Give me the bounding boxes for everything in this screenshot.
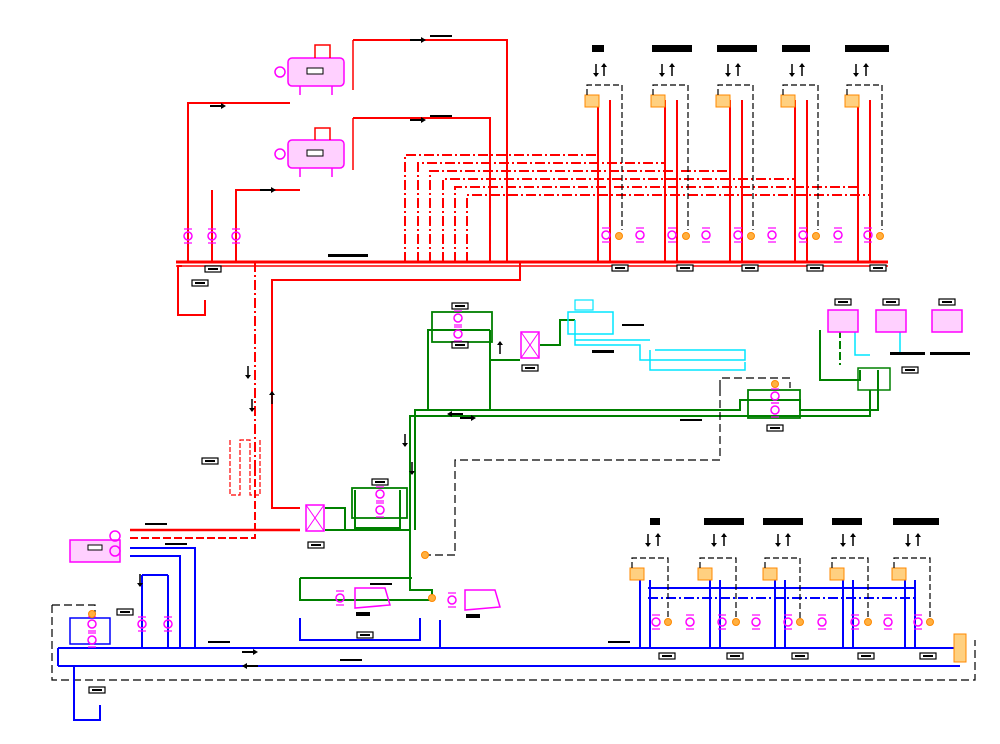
cooling-tower-icon [875, 298, 907, 333]
pump-icon [635, 227, 645, 243]
valve-icon [771, 380, 779, 388]
pump-icon [601, 227, 611, 243]
valve-icon [88, 610, 96, 618]
chilled-zone-pumps [651, 614, 967, 663]
valve-icon [682, 232, 690, 240]
pump-icon [667, 227, 677, 243]
zone-unit [891, 518, 939, 620]
zone-unit [697, 518, 744, 620]
heat-exchanger-icon [305, 504, 325, 532]
pump-icon [87, 616, 97, 632]
chiller-icon [464, 589, 501, 611]
chiller-2 [447, 589, 501, 618]
boiler-1 [274, 40, 354, 95]
pump-icon [833, 227, 843, 243]
heating-zones [584, 45, 889, 230]
coil [229, 439, 261, 496]
condenser-water-line [574, 320, 901, 371]
pump-icon [767, 227, 777, 243]
chiller-1 [335, 587, 391, 616]
pump-icon [335, 590, 345, 606]
pump-icon [883, 614, 893, 630]
heating-system [130, 39, 888, 539]
condenser-loop [299, 319, 879, 601]
zone-unit [780, 45, 819, 230]
valve-icon [428, 594, 436, 602]
pump-icon [375, 502, 385, 518]
zone-unit [715, 45, 757, 230]
pump-icon [685, 614, 695, 630]
valve-icon [664, 618, 672, 626]
air-handler [69, 530, 121, 563]
pump-icon [651, 614, 661, 630]
zone-unit [762, 518, 803, 620]
zone-unit [584, 45, 623, 230]
chilled-water-system [57, 547, 961, 721]
zone-unit [629, 518, 669, 620]
chilled-zones [629, 518, 939, 620]
heating-annotations [144, 35, 887, 525]
pump-icon [733, 227, 743, 243]
boiler-2 [274, 118, 354, 177]
chilled-pumps-left [69, 608, 173, 694]
cooling-tower-icon [827, 298, 859, 333]
chilled-annotations [136, 543, 937, 670]
pump-icon [453, 310, 463, 326]
valve-icon [747, 232, 755, 240]
pump-icon [701, 227, 711, 243]
boiler-pumps [183, 190, 241, 262]
pump-icon [770, 402, 780, 418]
cooling-tower-icon [931, 298, 963, 333]
zone-unit [650, 45, 692, 230]
pump-icon [817, 614, 827, 630]
pump-icon [751, 614, 761, 630]
air-handler-icon [69, 539, 121, 563]
condenser-pumps [351, 302, 801, 519]
cooling-towers [827, 298, 970, 391]
valve-icon [926, 618, 934, 626]
pump-icon [798, 227, 808, 243]
valve-icon [812, 232, 820, 240]
pump-icon [447, 592, 457, 608]
valve-icon [421, 551, 429, 559]
condenser-annotations [369, 340, 703, 585]
valve-icon [615, 232, 623, 240]
valve-icon [796, 618, 804, 626]
zone-unit [844, 45, 889, 230]
pump-icon [375, 486, 385, 502]
pump-icon [87, 632, 97, 648]
chiller-icon [354, 587, 391, 609]
valve-icon [732, 618, 740, 626]
heat-exchanger-icon [520, 331, 540, 359]
zone-unit [829, 518, 869, 620]
water-heater [567, 299, 645, 353]
valve-icon [864, 618, 872, 626]
valve-icon [876, 232, 884, 240]
